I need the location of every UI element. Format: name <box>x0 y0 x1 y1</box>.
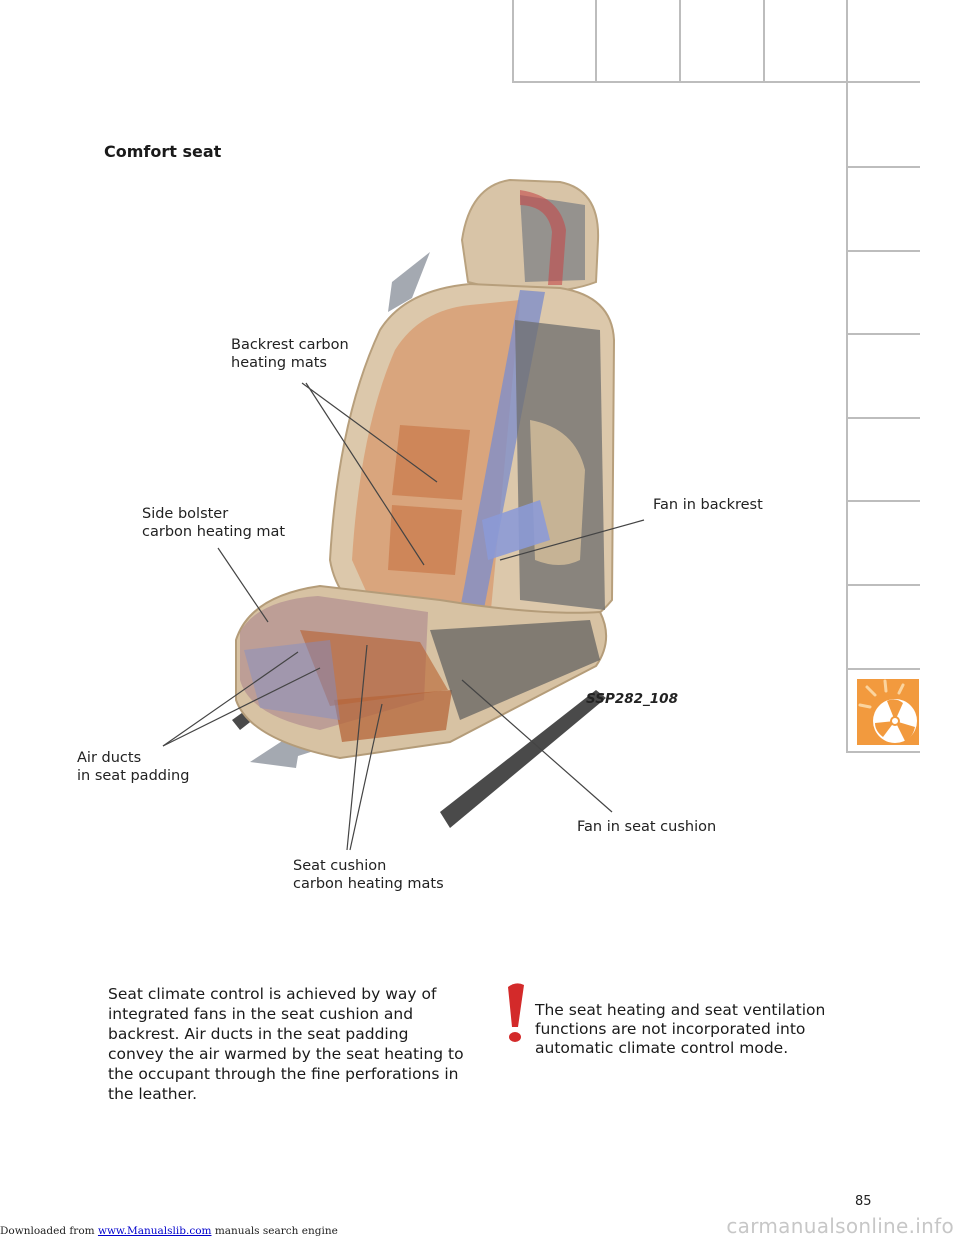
label-cushion-heating: Seat cushion carbon heating mats <box>293 858 444 892</box>
page-number: 85 <box>855 1194 872 1209</box>
leader-fan-backrest <box>499 519 645 561</box>
section-title: Comfort seat <box>104 142 222 161</box>
label-fan-cushion: Fan in seat cushion <box>577 819 717 835</box>
watermark: carmanualsonline.info <box>726 1214 954 1238</box>
leader-cushion-heating-2 <box>349 703 383 851</box>
body-text: Seat climate control is achieved by way … <box>108 985 464 1103</box>
cushion-mechanism <box>430 620 600 720</box>
leader-fan-cushion <box>461 679 613 813</box>
label-side-bolster: Side bolster carbon heating mat <box>142 506 286 540</box>
footer-prefix: Downloaded from <box>0 1225 98 1237</box>
note-text: The seat heating and seat ventilation fu… <box>535 1001 826 1057</box>
leader-cushion-heating-1 <box>346 644 368 851</box>
seat-illustration <box>162 178 645 851</box>
leader-backrest-2 <box>305 382 425 566</box>
figure-code: SSP282_108 <box>586 691 678 707</box>
seat-rail <box>440 690 606 828</box>
leader-backrest-1 <box>301 382 438 483</box>
download-footer: Downloaded from www.Manualslib.com manua… <box>0 1225 338 1237</box>
footer-link[interactable]: www.Manualslib.com <box>97 1225 212 1237</box>
leader-air-ducts-2 <box>162 667 321 747</box>
footer-suffix: manuals search engine <box>211 1225 338 1237</box>
leader-side-bolster <box>217 547 269 623</box>
section-tab <box>857 679 919 745</box>
exclamation-icon <box>508 983 524 1042</box>
airflow-arrow-top <box>388 252 430 312</box>
leader-air-ducts-1 <box>162 651 299 747</box>
label-backrest-heating: Backrest carbon heating mats <box>231 337 349 371</box>
label-fan-backrest: Fan in backrest <box>653 497 763 513</box>
fan-sun-icon <box>857 679 919 745</box>
label-air-ducts: Air ducts in seat padding <box>77 750 190 784</box>
